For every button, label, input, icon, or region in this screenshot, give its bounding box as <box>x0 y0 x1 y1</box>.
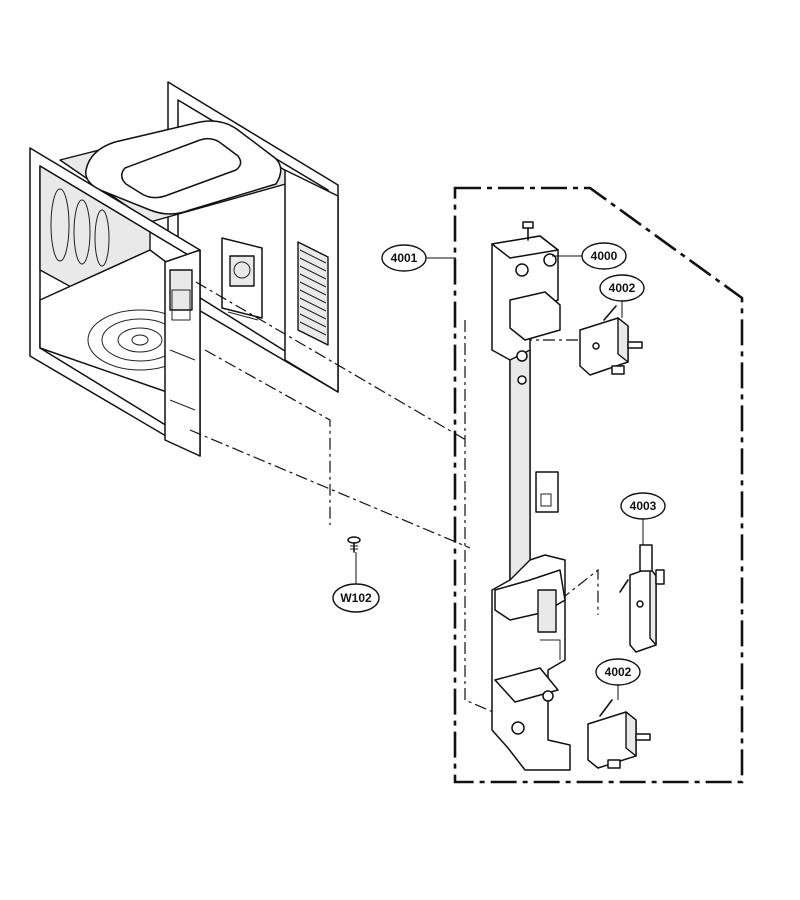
callout-w102-bubble <box>332 583 380 613</box>
assembly-boundary <box>453 186 744 784</box>
screw <box>347 536 361 553</box>
callout-4002-bottom: 4002 <box>605 665 632 679</box>
callout-4003-bubble <box>620 492 666 520</box>
callout-4003: 4003 <box>630 499 657 513</box>
callout-4002-top: 4002 <box>609 281 636 295</box>
callout-w102: W102 <box>340 591 372 605</box>
callout-4001: 4001 <box>391 251 418 265</box>
callout-4000: 4000 <box>591 249 618 263</box>
callout-4001-bubble <box>381 244 427 272</box>
callout-4002-bottom-bubble <box>595 658 641 686</box>
callout-4002-top-bubble <box>599 274 645 302</box>
interlock-holder <box>491 221 571 771</box>
alignment-lines <box>189 281 599 716</box>
micro-switch-lower <box>587 699 651 769</box>
micro-switch-upper <box>579 305 643 376</box>
microwave-cavity-assembly <box>29 81 339 457</box>
callout-4000-bubble <box>581 242 627 270</box>
vent-grille <box>299 249 327 336</box>
micro-switch-monitor <box>619 544 665 653</box>
